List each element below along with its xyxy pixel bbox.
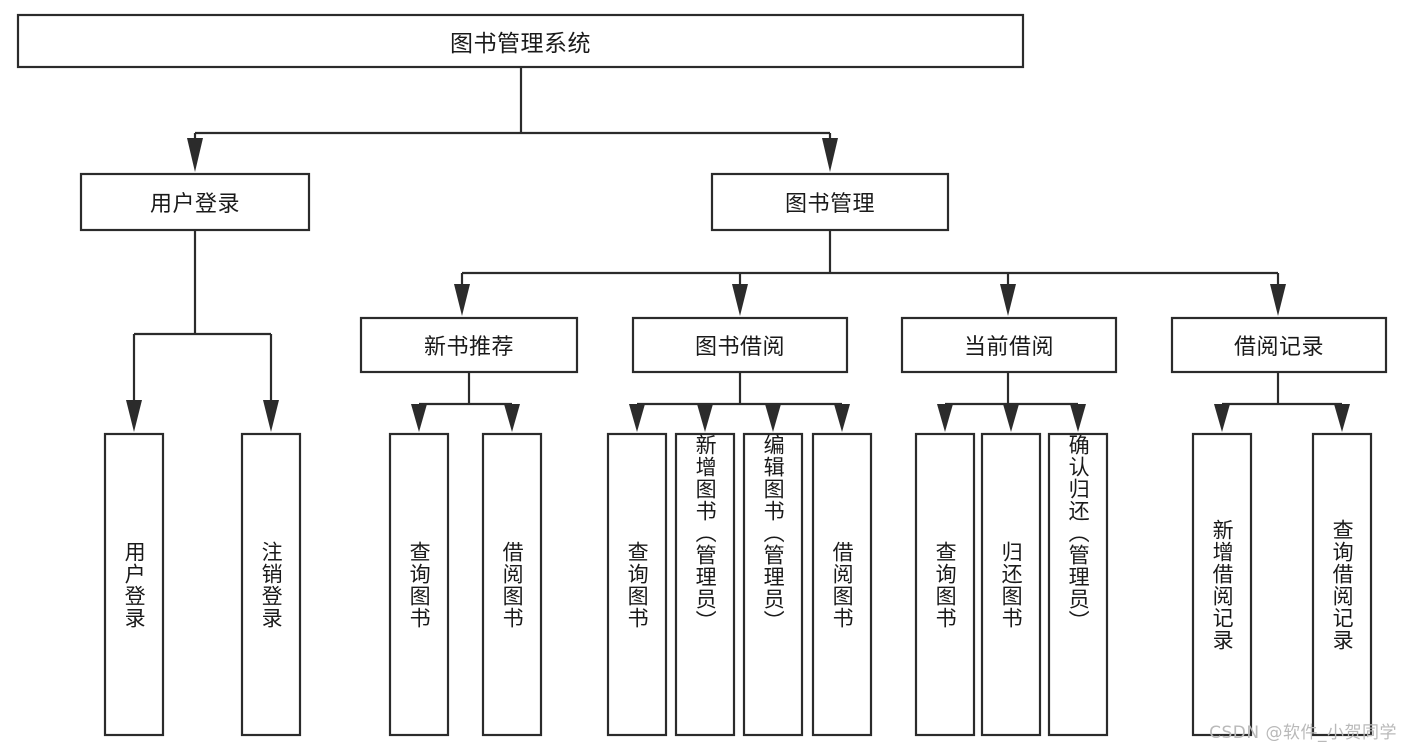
node-book-borrow[interactable] [631,316,849,374]
arrow-book-borrow-to-add-book [697,404,713,432]
node-borrow-record[interactable] [1170,316,1388,374]
arrow-user-login-to-login-leaf [126,400,142,432]
node-leaf-return-book[interactable] [980,432,1042,737]
arrow-current-borrow-to-confirm-return [1070,404,1086,432]
node-leaf-user-login[interactable] [103,432,165,737]
node-leaf-borrow-book-new[interactable] [481,432,543,737]
arrow-user-login-to-logout-leaf [263,400,279,432]
node-new-book-recommend[interactable] [359,316,579,374]
arrow-book-borrow-to-query-book [629,404,645,432]
arrow-root-to-book-management [822,138,838,172]
arrow-new-book-to-borrow-book [504,404,520,432]
node-leaf-query-book-borrow[interactable] [606,432,668,737]
node-leaf-add-borrow-record[interactable] [1191,432,1253,737]
arrow-book-borrow-to-edit-book [765,404,781,432]
node-leaf-logout[interactable] [240,432,302,737]
node-leaf-query-book-new[interactable] [388,432,450,737]
node-leaf-add-book-admin[interactable] [674,432,736,737]
node-leaf-edit-book-admin[interactable] [742,432,804,737]
node-leaf-query-borrow-record[interactable] [1311,432,1373,737]
node-book-management[interactable] [710,172,950,232]
node-root-book-management-system[interactable] [16,13,1025,69]
node-current-borrow[interactable] [900,316,1118,374]
arrow-current-borrow-to-query-book [937,404,953,432]
arrow-current-borrow-to-return-book [1003,404,1019,432]
arrow-root-to-user-login [187,138,203,172]
arrow-book-borrow-to-borrow-book [834,404,850,432]
arrow-book-management-to-book-borrow [732,284,748,316]
arrow-book-management-to-new-book [454,284,470,316]
arrow-borrow-record-to-query-record [1334,404,1350,432]
arrow-new-book-to-query-book [411,404,427,432]
arrow-book-management-to-borrow-record [1270,284,1286,316]
arrow-borrow-record-to-add-record [1214,404,1230,432]
node-leaf-query-book-current[interactable] [914,432,976,737]
node-user-login[interactable] [79,172,311,232]
node-leaf-borrow-book[interactable] [811,432,873,737]
node-leaf-confirm-return-admin[interactable] [1047,432,1109,737]
arrow-book-management-to-current-borrow [1000,284,1016,316]
